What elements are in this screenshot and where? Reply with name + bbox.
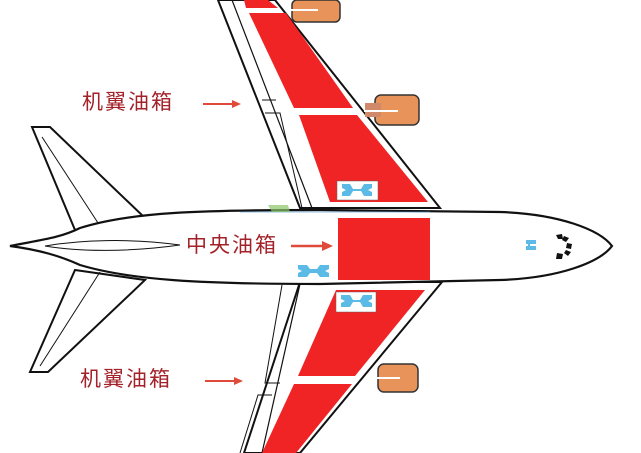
tail-stabilizer-lower <box>28 268 148 373</box>
label-lower-wing-tank: 机翼油箱 <box>80 367 172 391</box>
label-upper-wing-tank: 机翼油箱 <box>82 90 174 114</box>
engine-upper-inner <box>364 94 420 126</box>
engine-lower <box>368 363 419 393</box>
fuel-pump-icon <box>298 265 329 277</box>
arrow-upper-wing <box>203 100 241 108</box>
engine-upper-outer <box>288 0 341 23</box>
tail-stabilizer-upper <box>30 126 148 232</box>
fuel-pump-icon <box>526 240 536 250</box>
cockpit-windows-icon <box>556 234 572 259</box>
label-center-tank: 中央油箱 <box>186 233 278 257</box>
fuel-pump-icon <box>336 180 379 201</box>
upper-wing-fuel-tank <box>244 0 428 202</box>
center-fuel-tank <box>338 218 430 280</box>
arrow-lower-wing <box>205 377 243 385</box>
lower-wing-fuel-tank <box>262 290 425 453</box>
arrow-center <box>291 241 333 251</box>
fuel-pump-icon <box>335 291 377 313</box>
